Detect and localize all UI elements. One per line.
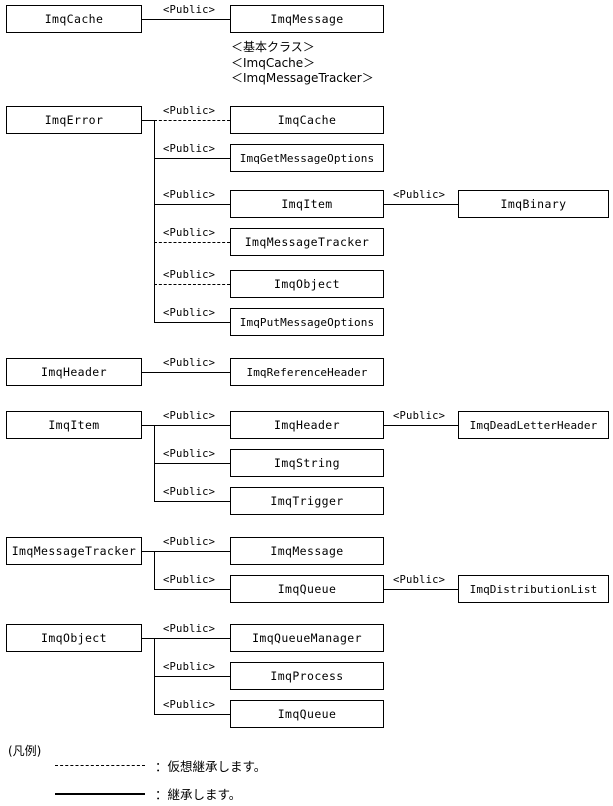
edge-label-access-3-0-0: <Public> — [393, 410, 446, 422]
connector-stub-2 — [142, 372, 155, 373]
class-box-imqdeadletterheader-3-0-0[interactable]: ImqDeadLetterHeader — [458, 411, 609, 439]
connector-inherit-4-1-0 — [384, 589, 458, 590]
edge-label-access-3-1: <Public> — [163, 448, 216, 460]
connector-inherit-3-0 — [154, 425, 230, 426]
edge-label-access-3-2: <Public> — [163, 486, 216, 498]
class-box-imqheader-3-0[interactable]: ImqHeader — [230, 411, 384, 439]
connector-inherit-3-0-0 — [384, 425, 458, 426]
edge-label-access-1-3: <Public> — [163, 227, 216, 239]
edge-label-access-5-0: <Public> — [163, 623, 216, 635]
base-class-box-imqmessagetracker-4[interactable]: ImqMessageTracker — [6, 537, 142, 565]
connector-virtual-1-0 — [154, 120, 230, 121]
class-box-imqgetmessageoptions-1-1[interactable]: ImqGetMessageOptions — [230, 144, 384, 172]
class-box-imqbinary-1-2-0[interactable]: ImqBinary — [458, 190, 609, 218]
connector-inherit-4-0 — [154, 551, 230, 552]
connector-stub-4 — [142, 551, 155, 552]
legend-line-dashed — [55, 765, 145, 766]
connector-inherit-1-2 — [154, 204, 230, 205]
edge-label-access-5-2: <Public> — [163, 699, 216, 711]
connector-virtual-1-4 — [154, 284, 230, 285]
class-box-imqstring-3-1[interactable]: ImqString — [230, 449, 384, 477]
class-box-imqmessagetracker-1-3[interactable]: ImqMessageTracker — [230, 228, 384, 256]
edge-label-access-1-2: <Public> — [163, 189, 216, 201]
class-box-imqcache-1-0[interactable]: ImqCache — [230, 106, 384, 134]
base-class-note: ＜基本クラス＞ ＜ImqCache＞ ＜ImqMessageTracker＞ — [231, 40, 374, 85]
edge-label-access-1-4: <Public> — [163, 269, 216, 281]
class-box-imqreferenceheader-2-0[interactable]: ImqReferenceHeader — [230, 358, 384, 386]
class-box-imqmessage-4-0[interactable]: ImqMessage — [230, 537, 384, 565]
connector-trunk-4 — [154, 551, 155, 589]
edge-label-access-2-0: <Public> — [163, 357, 216, 369]
edge-label-access-4-0: <Public> — [163, 536, 216, 548]
edge-label-access-0-0: <Public> — [163, 4, 216, 16]
connector-inherit-2-0 — [154, 372, 230, 373]
edge-label-access-1-2-0: <Public> — [393, 189, 446, 201]
legend-label-dashed: ：仮想継承します。 — [155, 759, 267, 774]
class-box-imqqueue-5-2[interactable]: ImqQueue — [230, 700, 384, 728]
connector-inherit-5-2 — [154, 714, 230, 715]
connector-stub-3 — [142, 425, 155, 426]
class-box-imqmessage-0-0[interactable]: ImqMessage — [230, 5, 384, 33]
class-box-imqtrigger-3-2[interactable]: ImqTrigger — [230, 487, 384, 515]
base-class-box-imqheader-2[interactable]: ImqHeader — [6, 358, 142, 386]
class-box-imqqueuemanager-5-0[interactable]: ImqQueueManager — [230, 624, 384, 652]
connector-inherit-3-2 — [154, 501, 230, 502]
edge-label-access-5-1: <Public> — [163, 661, 216, 673]
class-box-imqputmessageoptions-1-5[interactable]: ImqPutMessageOptions — [230, 308, 384, 336]
connector-inherit-5-1 — [154, 676, 230, 677]
connector-virtual-1-3 — [154, 242, 230, 243]
connector-inherit-0-0 — [154, 19, 230, 20]
class-box-imqitem-1-2[interactable]: ImqItem — [230, 190, 384, 218]
connector-inherit-1-5 — [154, 322, 230, 323]
edge-label-access-1-5: <Public> — [163, 307, 216, 319]
base-class-box-imqitem-3[interactable]: ImqItem — [6, 411, 142, 439]
connector-inherit-1-1 — [154, 158, 230, 159]
connector-stub-5 — [142, 638, 155, 639]
edge-label-access-4-1-0: <Public> — [393, 574, 446, 586]
base-class-box-imqerror-1[interactable]: ImqError — [6, 106, 142, 134]
edge-label-access-1-0: <Public> — [163, 105, 216, 117]
connector-inherit-5-0 — [154, 638, 230, 639]
class-box-imqdistributionlist-4-1-0[interactable]: ImqDistributionList — [458, 575, 609, 603]
legend-label-solid: ：継承します。 — [155, 787, 242, 802]
connector-trunk-1 — [154, 120, 155, 322]
connector-inherit-1-2-0 — [384, 204, 458, 205]
edge-label-access-1-1: <Public> — [163, 143, 216, 155]
connector-inherit-3-1 — [154, 463, 230, 464]
class-box-imqprocess-5-1[interactable]: ImqProcess — [230, 662, 384, 690]
edge-label-access-4-1: <Public> — [163, 574, 216, 586]
connector-stub-1 — [142, 120, 155, 121]
legend-title: (凡例) — [8, 744, 42, 758]
base-class-box-imqcache-0[interactable]: ImqCache — [6, 5, 142, 33]
legend-line-solid — [55, 793, 145, 795]
edge-label-access-3-0: <Public> — [163, 410, 216, 422]
class-box-imqqueue-4-1[interactable]: ImqQueue — [230, 575, 384, 603]
class-box-imqobject-1-4[interactable]: ImqObject — [230, 270, 384, 298]
base-class-box-imqobject-5[interactable]: ImqObject — [6, 624, 142, 652]
connector-inherit-4-1 — [154, 589, 230, 590]
connector-stub-0 — [142, 19, 155, 20]
